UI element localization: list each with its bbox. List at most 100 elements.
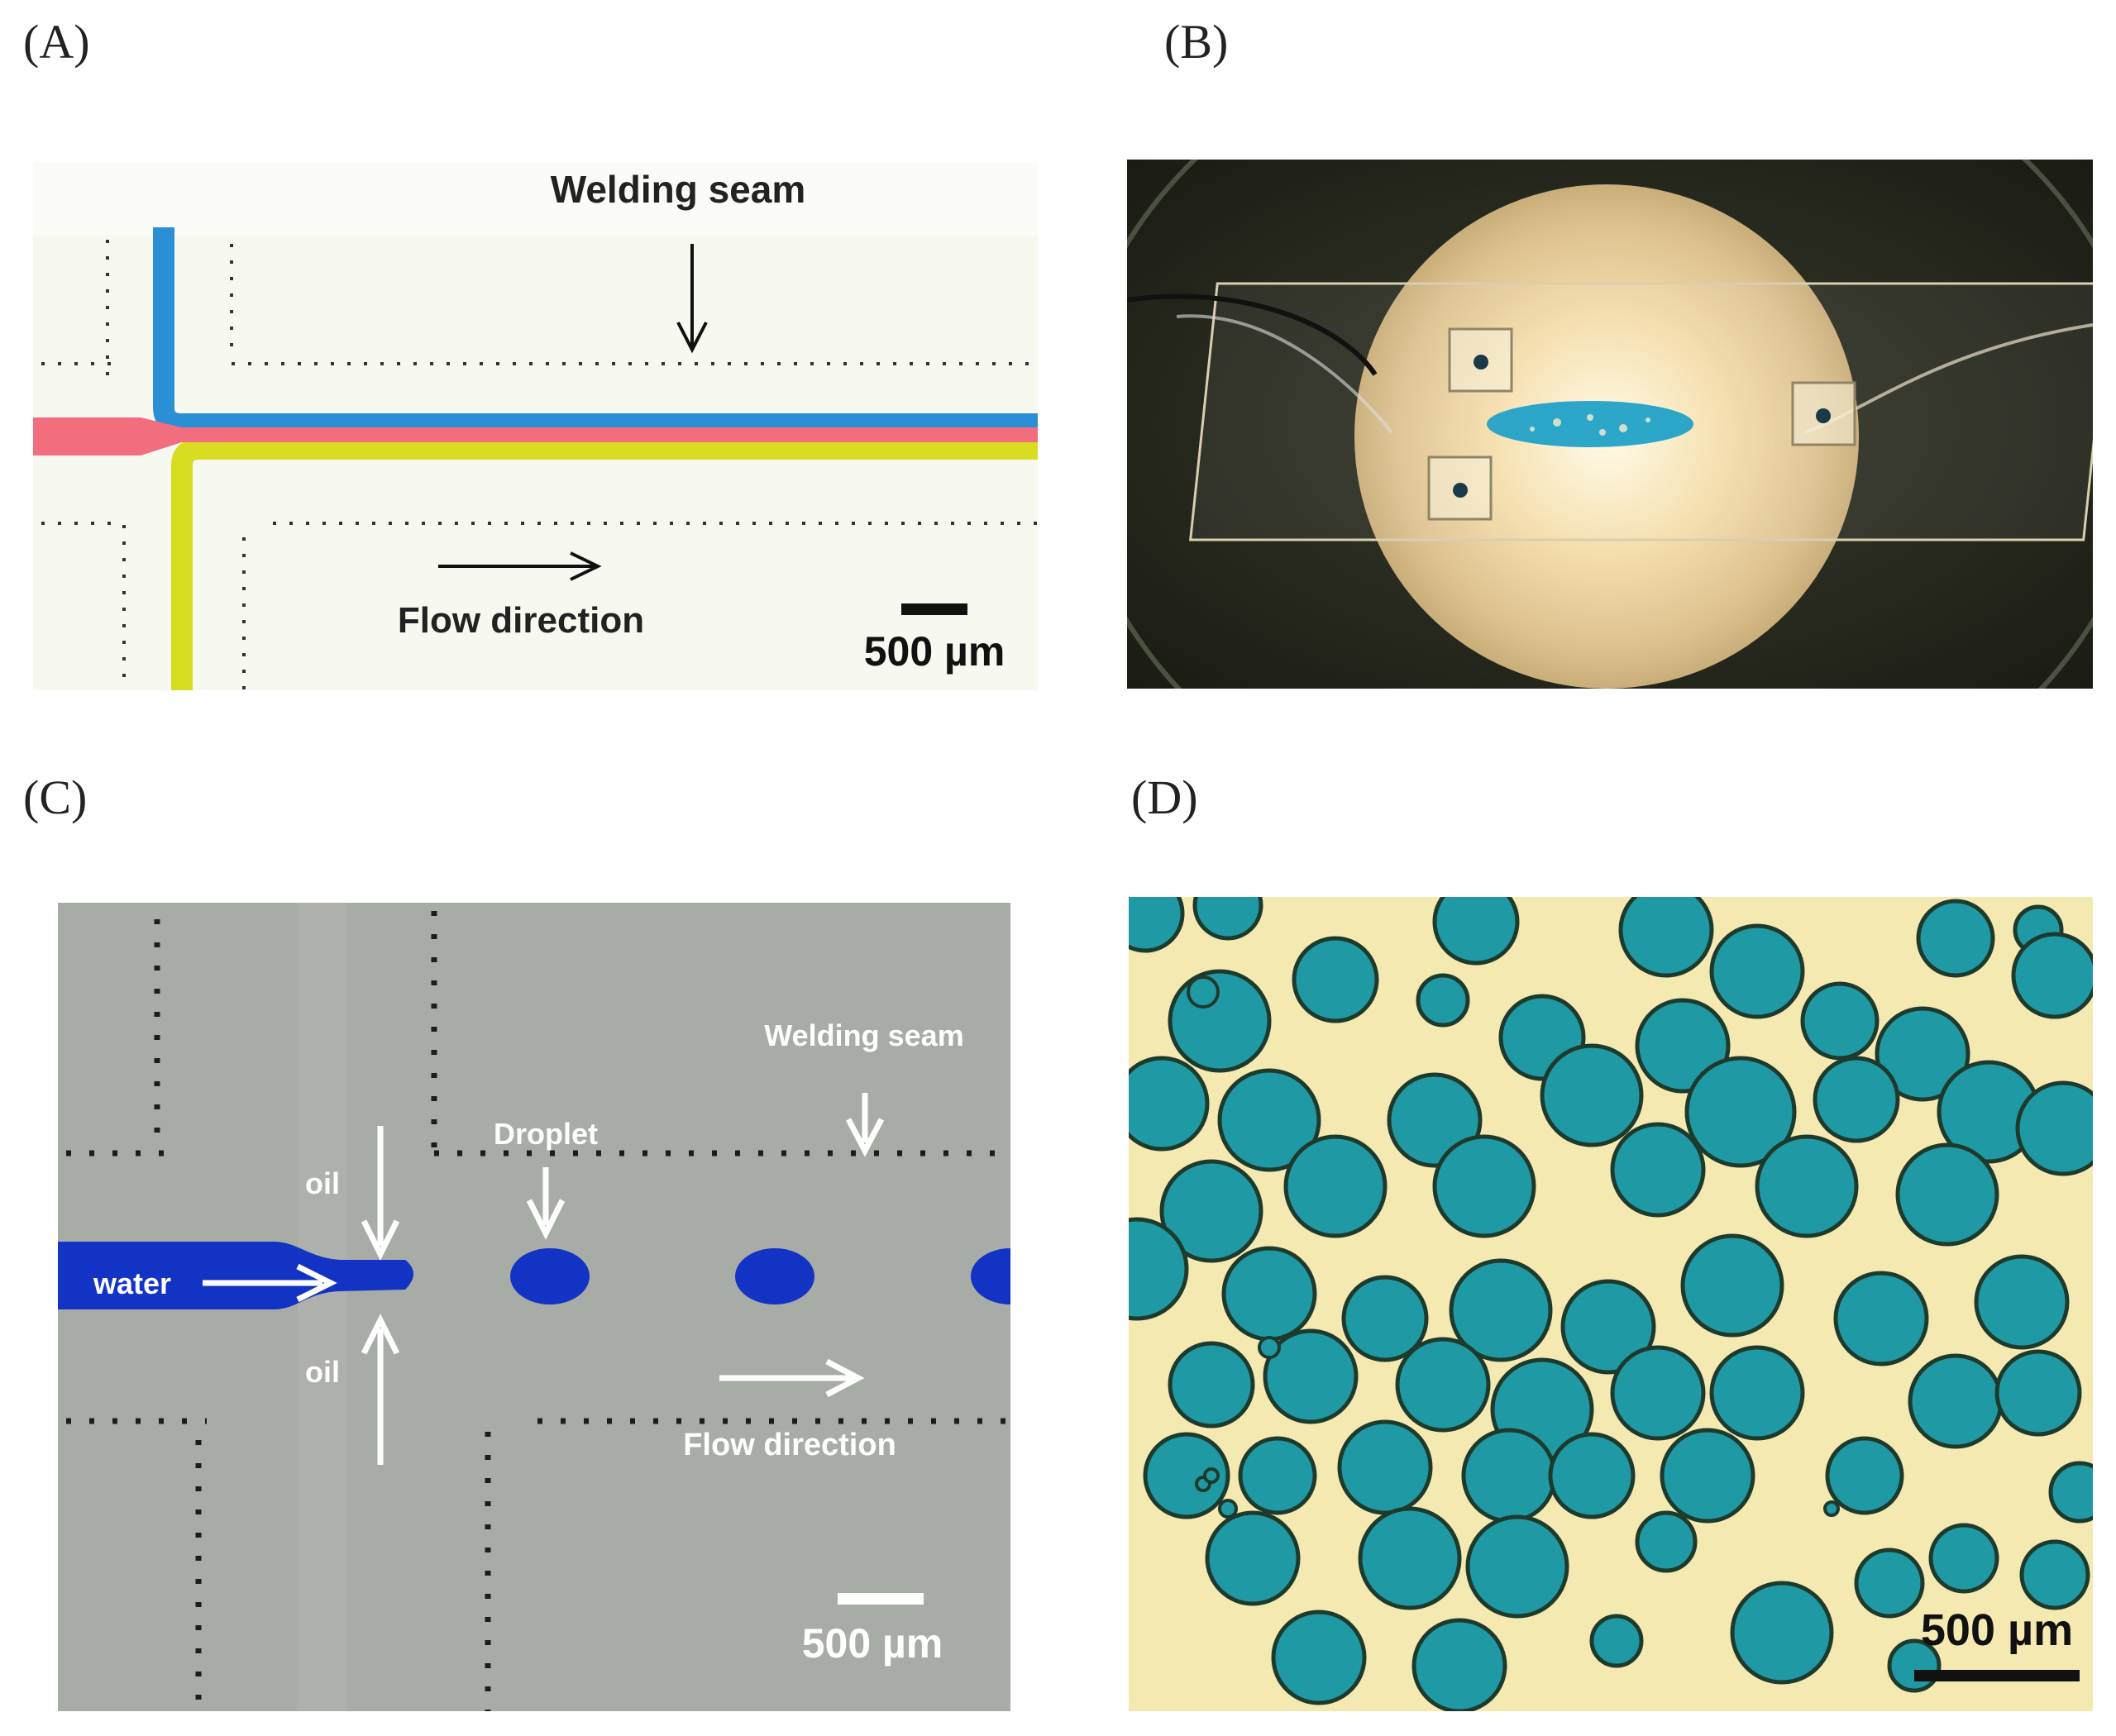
panel-c-oil-top-label: oil [305,1166,340,1200]
panel-d-droplet [1800,981,1880,1061]
panel-c-water-label: water [93,1266,171,1300]
panel-d-droplet [1416,973,1470,1028]
panel-a-pink-channel [33,417,1038,455]
panel-d-droplet [2011,932,2093,1019]
panel-d-svg: 500 µm [1129,897,2093,1711]
panel-d-droplet [1205,1510,1301,1606]
panel-d-droplet [1660,1428,1755,1524]
panel-label-a: (A) [23,15,90,69]
panel-d-droplet [1680,1233,1784,1338]
panel-d-droplet [1548,1432,1636,1519]
panel-d-scale-bar-label: 500 µm [1921,1605,2073,1655]
panel-d-droplet [1709,1345,1805,1441]
panel-label-b: (B) [1164,15,1229,69]
panel-d-droplet [1994,1349,2082,1437]
panel-a-yellow-channel [171,438,1038,690]
panel-d-droplet [1618,897,1714,978]
panel-d-droplet [1221,1246,1317,1342]
panel-c-svg: water oil oil Droplet Welding seam Flow … [58,903,1010,1711]
panel-c-oil-bottom-label: oil [305,1355,340,1389]
panel-a-seam-arrow [676,244,708,354]
panel-d-droplet [1908,1353,2004,1449]
panel-d-droplet [1635,998,1731,1094]
panel-a-dotted-lines [41,240,1038,690]
panel-c-dotted-lines [66,911,1010,1711]
panel-c-droplet-micrograph: water oil oil Droplet Welding seam Flow … [58,903,1010,1711]
panel-d-droplet [1168,1341,1255,1428]
panel-d-droplet [1129,1217,1189,1321]
panel-d-droplet [1635,1510,1698,1573]
panel-c-droplet-2 [735,1248,814,1304]
panel-d-droplet [1928,1523,1999,1594]
panel-c-arrows [203,1093,885,1465]
panel-d-droplet [1813,1056,1900,1143]
panel-d-droplet [1755,1134,1859,1238]
panel-d-droplet [1895,1142,1999,1247]
panel-d-droplet [1589,1614,1644,1668]
panel-a-channel-diagram: Welding seam Flow direction 500 µm [33,161,1038,690]
panel-c-scale-bar-label: 500 µm [802,1620,943,1667]
panel-d-droplet [1411,1618,1507,1711]
panel-d-droplet [1192,897,1263,941]
panel-a-scale-bar-label: 500 µm [864,628,1005,675]
panel-d-droplet [1395,1337,1491,1433]
panel-d-droplet [1432,1134,1536,1238]
panel-d-droplet [1432,897,1520,966]
panel-d-droplet [1168,969,1272,1073]
panel-d-droplet [1825,1436,1904,1515]
panel-d-droplet [1916,899,1995,978]
panel-d-droplet [1129,897,1185,953]
panel-b-svg [1127,160,2093,689]
panel-d-droplet [1217,1068,1321,1172]
panel-label-c: (C) [23,770,88,824]
panel-d-droplet [1465,1514,1569,1619]
panel-c-droplet-3 [971,1248,1010,1304]
panel-d-droplet-field: 500 µm [1129,897,2093,1711]
panel-d-droplet [2019,1539,2090,1610]
panel-c-droplet-label: Droplet [494,1117,598,1151]
panel-d-droplet [1560,1279,1656,1375]
panel-d-droplet [1610,1122,1706,1218]
panel-c-scale-bar [838,1593,924,1605]
panel-d-small-droplet [1187,975,1220,1009]
panel-c-droplet-1 [510,1248,590,1304]
panel-d-droplet [1159,1159,1263,1263]
panel-d-droplet [1684,1056,1797,1168]
panel-c-welding-seam-label: Welding seam [764,1018,963,1052]
panel-d-droplet [1709,923,1805,1019]
panel-d-droplet [1341,1275,1429,1362]
panel-a-welding-seam-label: Welding seam [551,168,805,211]
panel-d-droplet [1833,1271,1929,1366]
panel-d-scale-bar [1914,1670,2080,1681]
panel-a-svg: Welding seam Flow direction 500 µm [33,161,1038,690]
panel-a-flow-direction-label: Flow direction [398,600,644,641]
panel-d-small-droplet [1203,1467,1220,1484]
panel-a-scale-bar [901,603,967,615]
panel-d-droplet [1263,1328,1359,1424]
panel-d-droplet [1358,1506,1462,1610]
panel-d-small-droplet [1218,1499,1238,1519]
panel-d-droplet [1540,1043,1644,1147]
panel-d-droplet [1292,936,1379,1023]
panel-d-small-droplet [1823,1500,1840,1517]
panel-d-droplets [1129,897,2093,1711]
panel-c-water-stream [58,1242,413,1309]
panel-c-flow-direction-label: Flow direction [683,1428,896,1462]
panel-d-droplet [1271,1610,1367,1705]
panel-d-droplet [1129,1056,1210,1152]
panel-d-droplet [1610,1345,1706,1441]
panel-d-droplet [2015,1080,2093,1176]
panel-d-droplet [2048,1461,2093,1524]
panel-d-droplet [1974,1254,2070,1350]
panel-b-dye-region [1487,401,1693,447]
panel-d-droplet [1238,1436,1317,1515]
panel-d-droplet [1875,1006,1970,1102]
panel-label-d: (D) [1131,770,1198,824]
panel-a-blue-channel [153,227,1038,435]
panel-d-droplet [1283,1134,1388,1238]
panel-d-droplet [1730,1581,1834,1685]
panel-d-droplet [1854,1548,1925,1619]
panel-d-droplet [1449,1258,1553,1362]
panel-d-small-droplet [1258,1336,1281,1359]
panel-a-flow-arrow [438,551,602,581]
